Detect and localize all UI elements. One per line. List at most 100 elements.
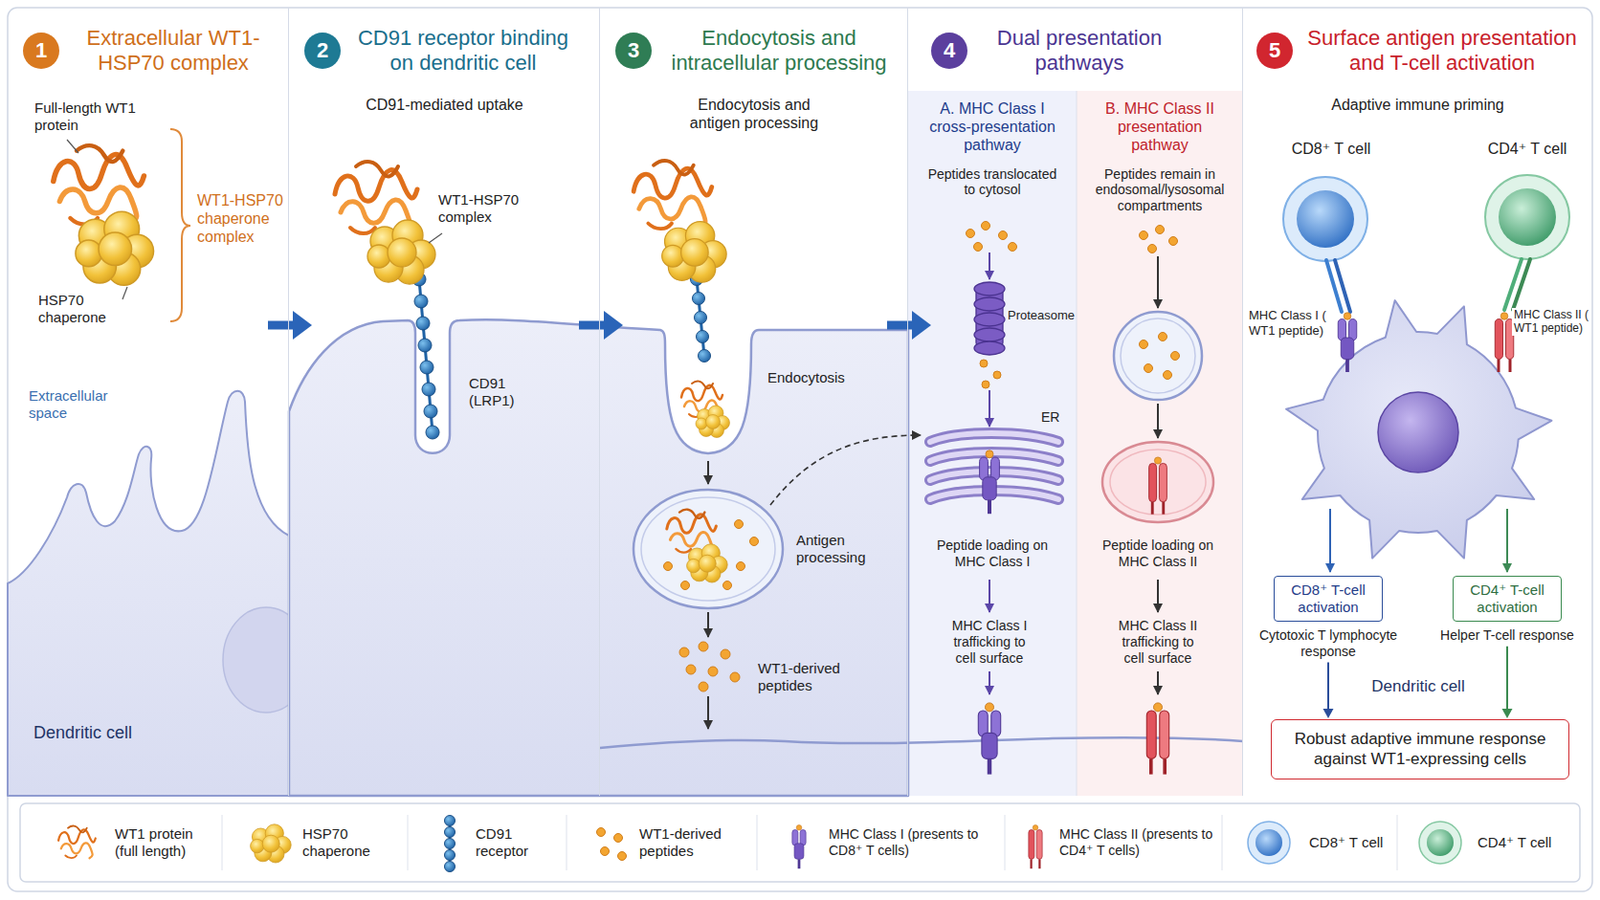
activation-text: CD4⁺ T-cell activation	[1459, 581, 1556, 617]
label-wrap: MHC Class I trafficking to cell surface	[943, 618, 1036, 667]
pathway-note: Peptides translocated to cytosol	[922, 166, 1063, 200]
legend-text: HSP70 chaperone	[302, 825, 399, 861]
step-number-circle: 5	[1256, 32, 1293, 69]
annotation-label: Antigen processing	[796, 532, 892, 567]
annotation-label: MHC Class I ( WT1 peptide)	[1246, 308, 1330, 338]
legend-item: HSP70 chaperone	[302, 815, 399, 871]
arrow-shaft	[1327, 663, 1330, 712]
label-wrap: Dendritic cell	[1360, 677, 1476, 697]
label-wrap: MHC Class II ( WT1 peptide)	[1511, 308, 1591, 336]
outcome-text: Robust adaptive immune response against …	[1283, 729, 1557, 771]
title-wrap: Surface antigen presentation and T-cell …	[1298, 19, 1586, 83]
callout-number: 2	[316, 40, 329, 62]
step-panel: CD91 receptor binding on dendritic cellC…	[288, 7, 600, 797]
label-wrap: Peptide loading on MHC Class I	[930, 537, 1055, 571]
annotation-label: Proteasome	[1007, 308, 1077, 324]
legend-item: WT1 protein (full length)	[114, 815, 211, 871]
panel-subtitle: Endocytosis and antigen processing	[682, 95, 826, 133]
callout-number: 5	[1268, 40, 1281, 62]
label-wrap: CD8⁺ T cell	[1278, 139, 1384, 158]
legend-text: WT1 protein (full length)	[114, 825, 211, 861]
annotation-label: MHC Class II ( WT1 peptide)	[1511, 308, 1591, 336]
annotation-label: Extracellular space	[28, 387, 139, 423]
label-wrap: CD91 (LRP1)	[468, 375, 536, 410]
legend-item: CD4⁺ T cell	[1477, 815, 1574, 871]
activation-box: CD4⁺ T-cell activationHelper T-cell resp…	[1435, 576, 1579, 645]
legend-text: CD91 receptor	[475, 825, 553, 861]
label-wrap: Extracellular space	[28, 387, 139, 423]
flow-arrow	[578, 311, 623, 340]
label-wrap: Antigen processing	[796, 532, 892, 567]
step-number-circle: 3	[615, 32, 652, 69]
arrow-head	[603, 311, 623, 340]
label-wrap: Full-length WT1 protein	[34, 99, 150, 134]
panel-subtitle: Adaptive immune priming	[1298, 95, 1538, 114]
annotation-label: HSP70 chaperone	[38, 291, 134, 327]
pathway-heading: A. MHC Class I cross-presentation pathwa…	[920, 99, 1065, 156]
activation-box: CD8⁺ T-cell activationCytotoxic T lympho…	[1256, 576, 1400, 661]
subtitle-wrap: CD91-mediated uptake	[325, 95, 565, 114]
annotation-label: CD4⁺ T cell	[1474, 139, 1580, 158]
label-wrap: WT1-HSP70 complex	[438, 191, 534, 226]
annotation-label: MHC Class I trafficking to cell surface	[943, 618, 1036, 667]
annotation-label: WT1-derived peptides	[757, 660, 864, 695]
annotation-label: ER	[1041, 409, 1070, 426]
annotation-label: Endocytosis	[767, 369, 883, 387]
pathway-note: Peptides remain in endosomal/lysosomal c…	[1089, 166, 1230, 215]
legend-text: CD8⁺ T cell	[1309, 834, 1391, 852]
legend-item: MHC Class II (presents to CD4⁺ T cells)	[1059, 815, 1218, 871]
arrow-shaft	[1506, 646, 1509, 712]
step-number-circle: 2	[304, 32, 341, 69]
label-wrap: WT1-HSP70 chaperone complex	[197, 191, 286, 247]
title-wrap: Endocytosis and intracellular processing	[659, 19, 899, 83]
legend-item: WT1-derived peptides	[639, 815, 745, 871]
flow-arrow	[887, 311, 932, 340]
step-number-circle: 1	[22, 32, 60, 69]
callout-number: 3	[627, 40, 640, 62]
arrow-shaft	[267, 321, 297, 331]
annotation-label: CD8⁺ T cell	[1278, 139, 1384, 158]
label-wrap: MHC Class II trafficking to cell surface	[1111, 618, 1204, 667]
label-wrap: Endocytosis	[767, 369, 883, 387]
panel-title: Dual presentation pathways	[978, 25, 1180, 77]
step-panel: Endocytosis and intracellular processing…	[600, 7, 909, 797]
arrow-shaft	[578, 321, 608, 331]
outcome-box: Robust adaptive immune response against …	[1270, 719, 1570, 780]
flow-arrow	[267, 311, 312, 340]
annotation-label: MHC Class II trafficking to cell surface	[1111, 618, 1204, 667]
arrow-head	[1323, 709, 1334, 719]
label-wrap: CD4⁺ T cell	[1474, 139, 1580, 158]
arrow-shaft	[887, 321, 916, 331]
label-wrap: WT1-derived peptides	[757, 660, 864, 695]
legend-text: MHC Class I (presents to CD8⁺ T cells)	[828, 826, 1000, 860]
arrow-head	[1502, 709, 1513, 719]
pathway-column: A. MHC Class I cross-presentation pathwa…	[908, 95, 1077, 199]
callout-number: 1	[35, 40, 47, 62]
response-text: Cytotoxic T lymphocyte response	[1256, 627, 1400, 661]
flow-arrow	[1502, 646, 1513, 719]
annotation-label: Peptide loading on MHC Class II	[1095, 537, 1221, 571]
label-wrap: MHC Class I ( WT1 peptide)	[1246, 308, 1330, 338]
panel-title: CD91 receptor binding on dendritic cell	[350, 25, 577, 77]
legend-text: CD4⁺ T cell	[1477, 834, 1574, 852]
arrow-head	[292, 311, 312, 340]
subtitle-wrap: Adaptive immune priming	[1298, 95, 1538, 114]
flow-arrow	[1323, 663, 1334, 719]
activation-text: CD8⁺ T-cell activation	[1280, 581, 1377, 617]
annotation-label: WT1-HSP70 complex	[438, 191, 534, 226]
label-wrap: ER	[1041, 409, 1070, 426]
legend-item: CD8⁺ T cell	[1309, 815, 1391, 871]
panel-title: Surface antigen presentation and T-cell …	[1298, 25, 1586, 77]
annotation-label: Full-length WT1 protein	[34, 99, 150, 134]
annotation-label: Dendritic cell	[33, 723, 225, 745]
annotation-label: WT1-HSP70 chaperone complex	[197, 191, 286, 247]
pathway-heading: B. MHC Class II presentation pathway	[1096, 99, 1223, 156]
step-number-circle: 4	[931, 32, 968, 69]
pathway-column: B. MHC Class II presentation pathwayPept…	[1076, 95, 1244, 215]
step-panel: Dual presentation pathways 4 A. MHC Class …	[908, 7, 1244, 797]
title-wrap: Dual presentation pathways	[978, 19, 1180, 83]
subtitle-wrap: Endocytosis and antigen processing	[682, 95, 826, 133]
arrow-head	[911, 311, 932, 340]
panel-title: Endocytosis and intracellular processing	[659, 25, 899, 77]
title-wrap: Extracellular WT1-HSP70 complex	[63, 19, 284, 83]
